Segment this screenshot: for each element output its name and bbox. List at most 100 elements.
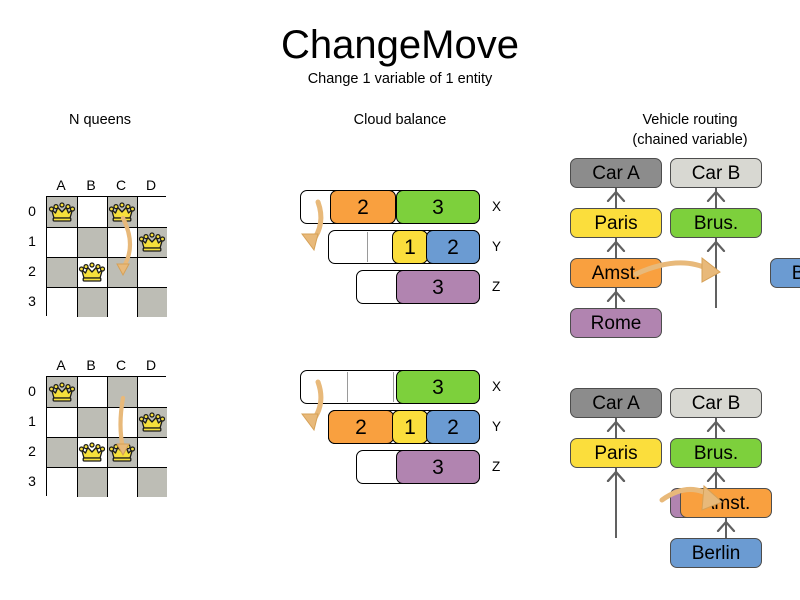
board-cell[interactable] <box>77 377 107 407</box>
board-cell[interactable] <box>137 257 167 287</box>
board-cell[interactable] <box>77 407 107 437</box>
process-block[interactable]: 3 <box>396 450 480 484</box>
file-label-a: A <box>56 177 66 193</box>
board-cell[interactable] <box>47 437 77 467</box>
route-arrowhead <box>706 469 726 483</box>
queen-piece[interactable] <box>137 227 167 257</box>
route-link <box>615 238 618 258</box>
route-node-brus[interactable]: Brus. <box>670 438 762 468</box>
board-cell[interactable] <box>107 227 137 257</box>
process-block[interactable]: 3 <box>396 190 480 224</box>
chessboard-grid[interactable] <box>46 376 167 497</box>
route-node-berlin[interactable]: Berlin <box>670 538 762 568</box>
route-node-carb[interactable]: Car B <box>670 158 762 188</box>
rank-label-2: 2 <box>28 263 36 279</box>
board-cell[interactable] <box>77 287 107 317</box>
route-node-carb[interactable]: Car B <box>670 388 762 418</box>
process-block[interactable]: 2 <box>328 410 394 444</box>
queen-piece[interactable] <box>47 377 77 407</box>
rank-label-1: 1 <box>28 233 36 249</box>
file-label-d: D <box>145 357 157 373</box>
file-label-c: C <box>115 177 127 193</box>
file-label-b: B <box>86 357 96 373</box>
route-arrowhead <box>606 189 626 203</box>
column-header-nqueens: N queens <box>68 112 132 128</box>
capacity-divider <box>393 372 394 402</box>
board-cell[interactable] <box>47 467 77 497</box>
computer-label-x: X <box>492 379 502 394</box>
route-link <box>715 188 718 208</box>
route-node-paris[interactable]: Paris <box>570 208 662 238</box>
capacity-divider <box>367 232 368 262</box>
file-label-d: D <box>145 177 157 193</box>
route-node-amst[interactable]: Amst. <box>570 258 662 288</box>
process-block[interactable]: 2 <box>426 410 480 444</box>
route-link <box>615 188 618 208</box>
file-label-c: C <box>115 357 127 373</box>
board-cell[interactable] <box>137 467 167 497</box>
computer-label-z: Z <box>492 279 501 294</box>
board-cell[interactable] <box>107 407 137 437</box>
route-arrowhead <box>716 519 736 533</box>
route-node-brus[interactable]: Brus. <box>670 208 762 238</box>
computer-label-z: Z <box>492 459 501 474</box>
computer-label-x: X <box>492 199 502 214</box>
grid-line <box>47 287 167 288</box>
route-node-cara[interactable]: Car A <box>570 158 662 188</box>
process-block[interactable]: 1 <box>392 410 428 444</box>
board-cell[interactable] <box>107 257 137 287</box>
process-block[interactable]: 1 <box>392 230 428 264</box>
queen-piece[interactable] <box>77 257 107 287</box>
route-arrowhead <box>606 289 626 303</box>
queen-piece[interactable] <box>77 437 107 467</box>
route-arrowhead <box>606 239 626 253</box>
route-link <box>615 468 618 538</box>
board-cell[interactable] <box>107 287 137 317</box>
grid-line <box>47 467 167 468</box>
route-arrowhead <box>706 419 726 433</box>
vehicle-routing-line1: Vehicle routing <box>642 112 738 128</box>
board-cell[interactable] <box>77 467 107 497</box>
rank-label-2: 2 <box>28 443 36 459</box>
board-cell[interactable] <box>47 227 77 257</box>
queen-piece[interactable] <box>107 197 137 227</box>
column-header-vehicle-routing: Vehicle routing (chained variable) <box>590 110 790 150</box>
board-cell[interactable] <box>107 377 137 407</box>
board-cell[interactable] <box>137 437 167 467</box>
process-block[interactable]: 2 <box>330 190 396 224</box>
computer-label-y: Y <box>492 239 502 254</box>
board-cell[interactable] <box>137 377 167 407</box>
board-cell[interactable] <box>77 227 107 257</box>
board-cell[interactable] <box>47 407 77 437</box>
route-link <box>715 238 718 308</box>
queen-piece[interactable] <box>107 437 137 467</box>
board-cell[interactable] <box>107 467 137 497</box>
queen-piece[interactable] <box>47 197 77 227</box>
route-node-berlin[interactable]: Berlin <box>770 258 800 288</box>
board-cell[interactable] <box>137 287 167 317</box>
queen-piece[interactable] <box>137 407 167 437</box>
page-title: ChangeMove <box>281 23 519 67</box>
board-cell[interactable] <box>47 257 77 287</box>
chessboard-grid[interactable] <box>46 196 167 317</box>
board-cell[interactable] <box>77 197 107 227</box>
route-node-cara[interactable]: Car A <box>570 388 662 418</box>
process-block[interactable]: 3 <box>396 270 480 304</box>
route-node-amst[interactable]: Amst. <box>680 488 772 518</box>
process-block[interactable]: 2 <box>426 230 480 264</box>
capacity-divider <box>347 372 348 402</box>
route-node-paris[interactable]: Paris <box>570 438 662 468</box>
route-node-rome[interactable]: Rome <box>570 308 662 338</box>
rank-label-0: 0 <box>28 383 36 399</box>
grid-line <box>137 377 138 497</box>
board-cell[interactable] <box>47 287 77 317</box>
grid-line <box>137 197 138 317</box>
board-cell[interactable] <box>137 197 167 227</box>
computer-label-y: Y <box>492 419 502 434</box>
process-block[interactable]: 3 <box>396 370 480 404</box>
route-link <box>615 288 618 308</box>
